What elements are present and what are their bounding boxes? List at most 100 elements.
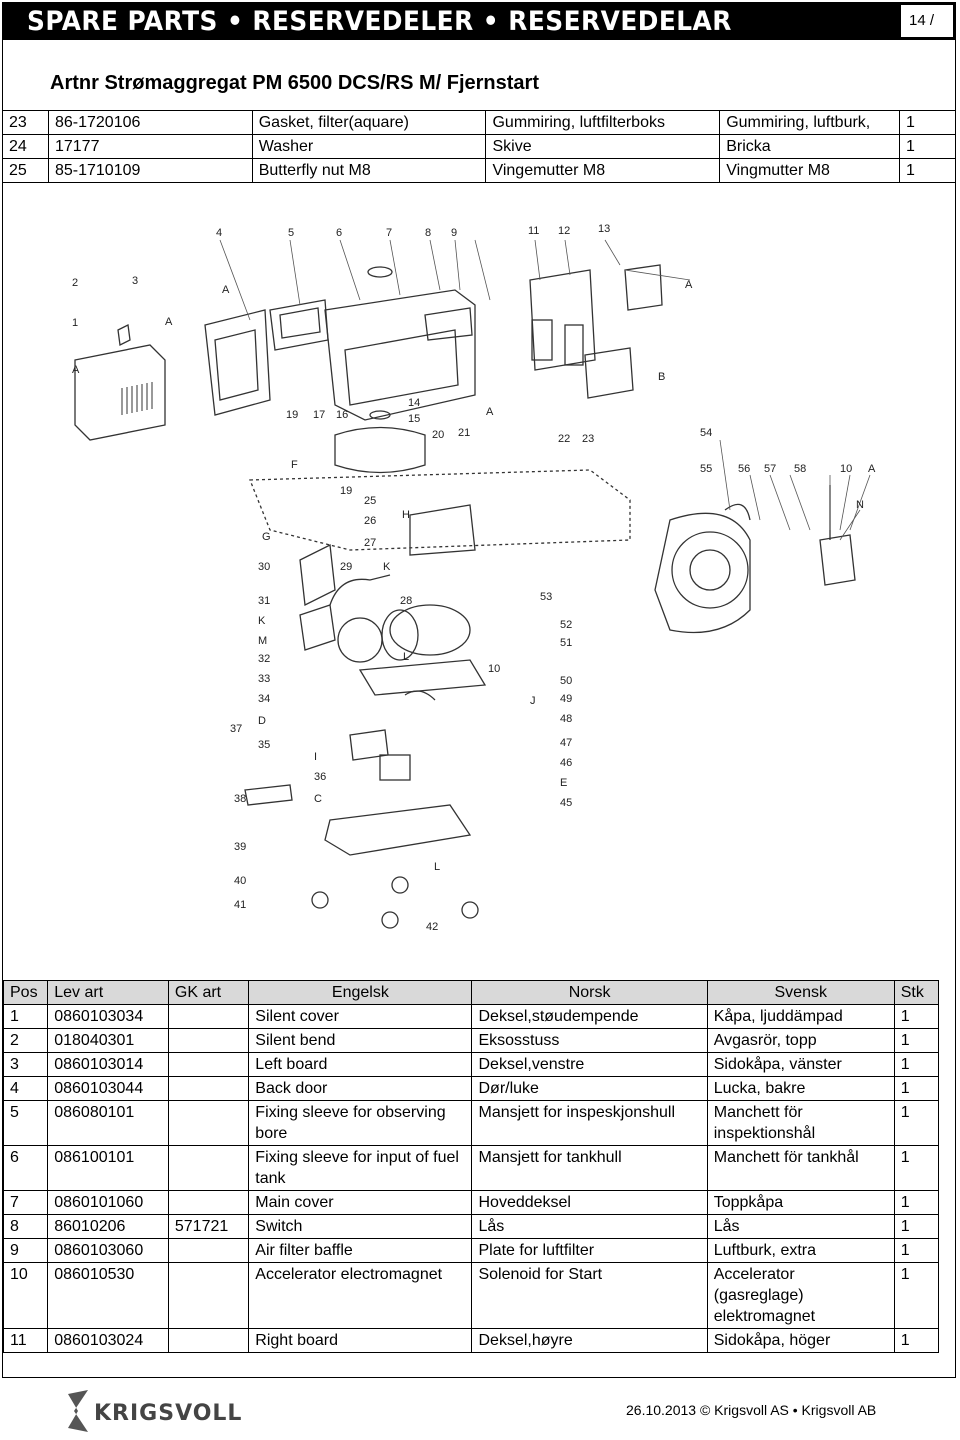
callout-label: 51 (560, 637, 572, 649)
cell-engelsk: Right board (248, 1328, 473, 1353)
callout-label: 17 (313, 409, 325, 421)
callout-label: 33 (258, 673, 270, 685)
cell-lev-art: 086010530 (47, 1262, 169, 1329)
cell-stk: 1 (893, 1214, 940, 1239)
cell-gk-art (167, 1328, 250, 1353)
table-row: 25 85-1710109 Butterfly nut M8 Vingemutt… (2, 158, 956, 183)
callout-label: 34 (258, 693, 270, 705)
cell-gk-art: 571721 (167, 1214, 250, 1239)
callout-label: 37 (230, 723, 242, 735)
cell-svensk: Lås (706, 1214, 895, 1239)
cell-stk: 1 (893, 1100, 940, 1146)
callout-label: 20 (432, 429, 444, 441)
cell-norsk: Gummiring, luftfilterboks (485, 110, 721, 135)
callout-label: 5 (288, 227, 294, 239)
cell-stk: 1 (893, 1028, 940, 1053)
callout-label: 58 (794, 463, 806, 475)
callout-label: 28 (400, 595, 412, 607)
table-header-row: Pos Lev art GK art Engelsk Norsk Svensk … (2, 980, 940, 1005)
cell-engelsk: Silent bend (248, 1028, 473, 1053)
cell-lev-art: 0860103034 (47, 1004, 169, 1029)
callout-label: F (291, 459, 298, 471)
callout-label: 49 (560, 693, 572, 705)
callout-label: L (434, 861, 440, 873)
parts-table: Pos Lev art GK art Engelsk Norsk Svensk … (2, 980, 940, 1353)
callout-label: 6 (336, 227, 342, 239)
header-gk-art: GK art (167, 980, 250, 1005)
cell-stk: 1 (893, 1190, 940, 1215)
callout-label: 3 (132, 275, 138, 287)
cell-engelsk: Silent cover (248, 1004, 473, 1029)
cell-svensk: Sidokåpa, vänster (706, 1052, 895, 1077)
cell-svensk: Vingmutter M8 (719, 158, 901, 183)
cell-svensk: Toppkåpa (706, 1190, 895, 1215)
cell-svensk: Bricka (719, 134, 901, 159)
callout-label: 29 (340, 561, 352, 573)
cell-lev-art: 0860103044 (47, 1076, 169, 1101)
callout-label: A (72, 364, 80, 376)
cell-pos: 24 (2, 134, 49, 159)
cell-pos: 10 (2, 1262, 49, 1329)
cell-pos: 5 (2, 1100, 49, 1146)
cell-norsk: Skive (485, 134, 721, 159)
cell-gk-art (167, 1145, 250, 1191)
cell-norsk: Mansjett for tankhull (471, 1145, 708, 1191)
callout-label: 30 (258, 561, 270, 573)
callout-label: 36 (314, 771, 326, 783)
cell-engelsk: Back door (248, 1076, 473, 1101)
cell-pos: 4 (2, 1076, 49, 1101)
cell-svensk: Lucka, bakre (706, 1076, 895, 1101)
cell-engelsk: Washer (251, 134, 487, 159)
callout-label: 7 (386, 227, 392, 239)
footer-copyright: © Krigsvoll AS • Krigsvoll AB (699, 1402, 877, 1418)
callout-label: N (856, 499, 864, 511)
callout-label: 4 (216, 227, 222, 239)
cell-engelsk: Accelerator electromagnet (248, 1262, 473, 1329)
cell-stk: 1 (899, 134, 956, 159)
table-row: 24 17177 Washer Skive Bricka 1 (2, 134, 956, 159)
cell-gk-art (167, 1004, 250, 1029)
cell-pos: 9 (2, 1238, 49, 1263)
header-svensk: Svensk (706, 980, 895, 1005)
continued-parts-table: 23 86-1720106 Gasket, filter(aquare) Gum… (2, 110, 956, 183)
callout-label: 47 (560, 737, 572, 749)
header-stk: Stk (893, 980, 940, 1005)
callout-label: 46 (560, 757, 572, 769)
cell-svensk: Manchett för inspektionshål (706, 1100, 895, 1146)
callout-label: 12 (558, 225, 570, 237)
header-engelsk: Engelsk (248, 980, 473, 1005)
callout-label: 21 (458, 427, 470, 439)
cell-pos: 8 (2, 1214, 49, 1239)
callout-label: A (685, 279, 693, 291)
callout-label: A (868, 463, 876, 475)
cell-norsk: Vingemutter M8 (485, 158, 721, 183)
callout-label: K (258, 615, 266, 627)
cell-norsk: Eksosstuss (471, 1028, 708, 1053)
cell-engelsk: Air filter baffle (248, 1238, 473, 1263)
callout-label: 38 (234, 793, 246, 805)
callout-label: 22 (558, 433, 570, 445)
cell-norsk: Plate for luftfilter (471, 1238, 708, 1263)
table-row: 23 86-1720106 Gasket, filter(aquare) Gum… (2, 110, 956, 135)
callout-label: 55 (700, 463, 712, 475)
callout-label: 19 (340, 485, 352, 497)
callout-label: 45 (560, 797, 572, 809)
cell-pos: 7 (2, 1190, 49, 1215)
callout-label: K (383, 561, 391, 573)
cell-norsk: Solenoid for Start (471, 1262, 708, 1329)
callout-label: A (165, 316, 173, 328)
page-header: SPARE PARTS • RESERVEDELER • RESERVEDELA… (2, 2, 956, 40)
cell-stk: 1 (899, 110, 956, 135)
document-title: Artnr Strømaggregat PM 6500 DCS/RS M/ Fj… (50, 72, 539, 94)
cell-svensk: Accelerator (gasreglage) elektromagnet (706, 1262, 895, 1329)
cell-lev-art: 0860103014 (47, 1052, 169, 1077)
cell-stk: 1 (893, 1145, 940, 1191)
cell-svensk: Kåpa, ljuddämpad (706, 1004, 895, 1029)
logo-text: KRIGSVOLL (94, 1401, 242, 1426)
